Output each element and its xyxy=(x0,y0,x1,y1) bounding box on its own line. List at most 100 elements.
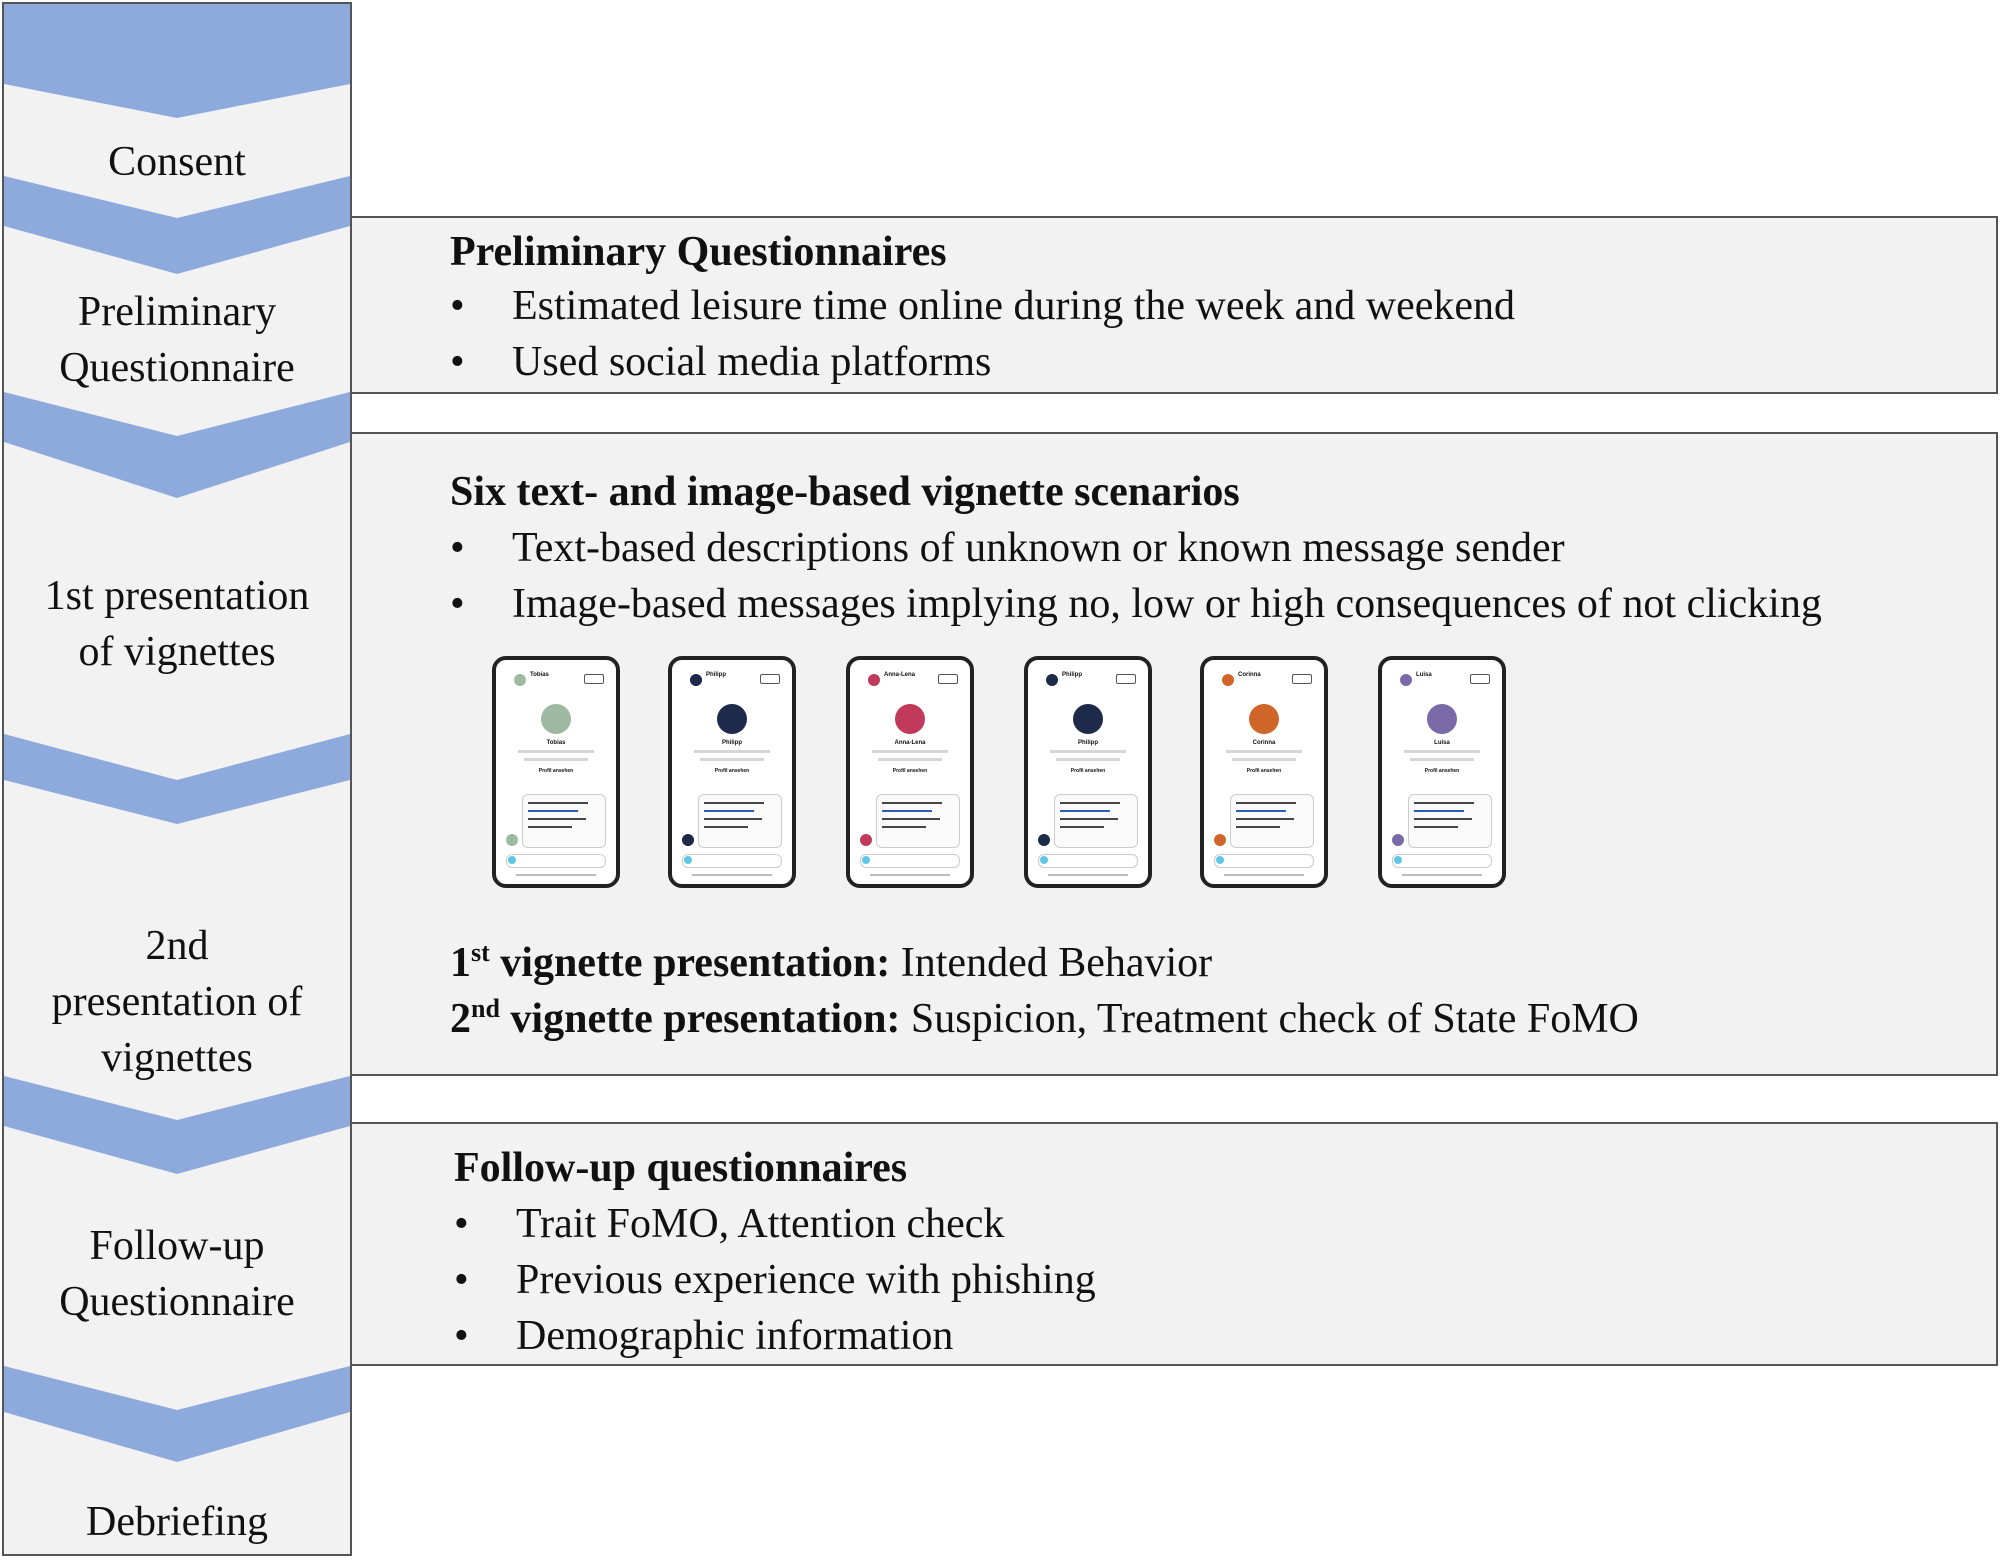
presentation-label: vignette presentation: xyxy=(499,996,901,1042)
presentation-1-label: 1st vignette presentation: xyxy=(450,938,891,986)
bullet-dot: • xyxy=(454,1257,469,1303)
profile-name: Corinna xyxy=(1252,740,1276,746)
message-line xyxy=(1060,818,1118,820)
stage-line: Preliminary xyxy=(77,289,277,335)
profile-name: Anna-Lena xyxy=(894,740,926,746)
phone-header: Luisa xyxy=(1400,672,1490,686)
vignettes-title: Six text- and image-based vignette scena… xyxy=(450,469,1240,515)
profile-meta xyxy=(1232,758,1296,761)
profile-meta xyxy=(524,758,588,761)
stage-line: Consent xyxy=(108,139,246,185)
presentation-1: 1st vignette presentation: Intended Beha… xyxy=(450,938,1212,987)
profile-avatar xyxy=(1249,704,1279,734)
nav-bar xyxy=(1224,874,1304,876)
message-line xyxy=(1414,826,1458,828)
header-avatar xyxy=(514,674,526,686)
message-input xyxy=(506,854,606,868)
bullet-dot: • xyxy=(450,581,465,627)
sender-avatar xyxy=(682,834,694,846)
profile-button: Profil ansehen xyxy=(1070,768,1106,774)
profile-name: Tobias xyxy=(546,740,566,746)
video-call-icon xyxy=(1470,674,1490,684)
presentation-label: vignette presentation: xyxy=(489,940,891,986)
profile-avatar xyxy=(1427,704,1457,734)
profile-meta xyxy=(1404,750,1480,753)
profile-button: Profil ansehen xyxy=(892,768,928,774)
message-link xyxy=(704,810,754,812)
chevron-5 xyxy=(4,1366,350,1462)
header-avatar xyxy=(690,674,702,686)
message-line xyxy=(1414,802,1474,804)
bullet-text: Used social media platforms xyxy=(512,339,992,385)
followup-bullet-1: • Trait FoMO, Attention check xyxy=(454,1200,1004,1248)
bullet-text: Trait FoMO, Attention check xyxy=(516,1201,1005,1247)
profile-meta xyxy=(700,758,764,761)
message-line xyxy=(1060,802,1120,804)
message-link xyxy=(1414,810,1464,812)
phone-header: Tobias xyxy=(514,672,604,686)
vignettes-box: Six text- and image-based vignette scena… xyxy=(350,432,1998,1076)
bullet-dot: • xyxy=(454,1201,469,1247)
message-line xyxy=(704,818,762,820)
vignettes-bullet-1: • Text-based descriptions of unknown or k… xyxy=(450,524,1565,572)
message-line xyxy=(1236,826,1280,828)
message-link xyxy=(1060,810,1110,812)
sender-avatar xyxy=(506,834,518,846)
stage-label-second-presentation: 2nd presentation of vignettes xyxy=(4,918,350,1086)
nav-bar xyxy=(1402,874,1482,876)
profile-name: Philipp xyxy=(1078,740,1098,746)
message-line xyxy=(704,826,748,828)
bullet-text: Image-based messages implying no, low or… xyxy=(512,581,1822,627)
stage-line: presentation of xyxy=(51,979,303,1025)
header-name: Anna-Lena xyxy=(884,672,916,678)
bullet-text: Text-based descriptions of unknown or kn… xyxy=(512,525,1565,571)
presentation-2-label: 2nd vignette presentation: xyxy=(450,994,901,1042)
message-input xyxy=(682,854,782,868)
stage-label-followup: Follow-up Questionnaire xyxy=(4,1218,350,1330)
followup-bullet-3: •Demographic information xyxy=(454,1312,953,1360)
stage-line: Debriefing xyxy=(86,1499,268,1545)
message-input xyxy=(860,854,960,868)
video-call-icon xyxy=(938,674,958,684)
sender-avatar xyxy=(1392,834,1404,846)
header-name: Tobias xyxy=(530,672,549,678)
video-call-icon xyxy=(1292,674,1312,684)
vignettes-bullet-2: • Image-based messages implying no, low o… xyxy=(450,580,1822,628)
header-avatar xyxy=(1400,674,1412,686)
chevron-2 xyxy=(4,392,350,498)
profile-button: Profil ansehen xyxy=(538,768,574,774)
stage-label-preliminary: Preliminary Questionnaire xyxy=(4,284,350,396)
profile-meta xyxy=(1050,750,1126,753)
message-input xyxy=(1038,854,1138,868)
message-link xyxy=(528,810,578,812)
preliminary-bullet-2: •Used social media platforms xyxy=(450,338,991,386)
bullet-dot: • xyxy=(450,525,465,571)
camera-icon xyxy=(1040,856,1048,864)
header-name: Philipp xyxy=(1062,672,1082,678)
profile-meta xyxy=(872,750,948,753)
profile-button: Profil ansehen xyxy=(1246,768,1282,774)
profile-name: Luisa xyxy=(1434,740,1450,746)
profile-meta xyxy=(518,750,594,753)
message-input xyxy=(1392,854,1492,868)
message-line xyxy=(882,826,926,828)
stage-line: Follow-up xyxy=(89,1223,265,1269)
header-name: Luisa xyxy=(1416,672,1432,678)
header-avatar xyxy=(1046,674,1058,686)
chevron-4 xyxy=(4,1076,350,1174)
message-line xyxy=(528,802,588,804)
message-link xyxy=(882,810,932,812)
message-line xyxy=(528,826,572,828)
ordinal-suffix: nd xyxy=(471,994,500,1023)
chevron-top xyxy=(4,4,350,118)
stage-line: vignettes xyxy=(101,1035,253,1081)
camera-icon xyxy=(684,856,692,864)
phone-header: Anna-Lena xyxy=(868,672,958,686)
message-line xyxy=(1236,818,1294,820)
header-avatar xyxy=(868,674,880,686)
followup-bullet-2: •Previous experience with phishing xyxy=(454,1256,1096,1304)
stage-label-first-presentation: 1st presentation of vignettes xyxy=(4,568,350,680)
profile-avatar xyxy=(717,704,747,734)
